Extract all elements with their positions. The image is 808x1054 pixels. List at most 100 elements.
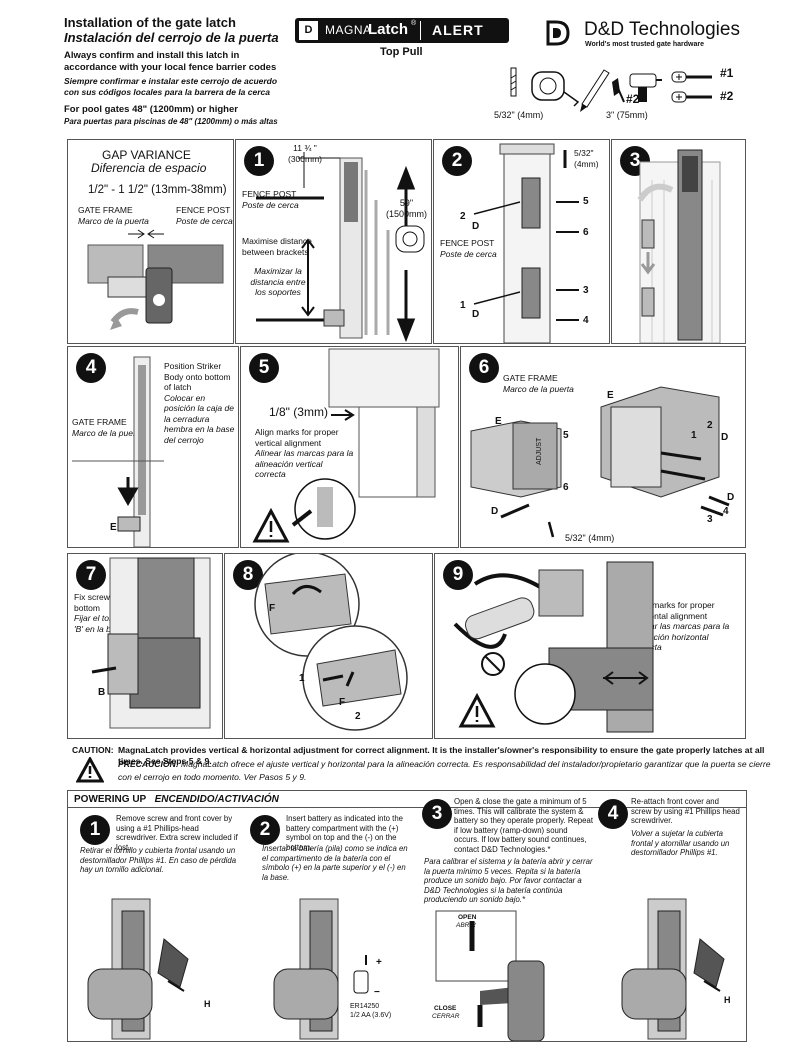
e-label-2: E [607,390,614,401]
f-label: F [269,603,276,614]
screw-3-label: 3 [583,285,589,296]
maximise-label: Maximise distance between brackets [242,236,312,257]
power-step-4-text: Re-attach front cover and screw by using… [631,797,740,826]
minus-label: − [374,987,380,998]
screw-4-label: 4 [723,506,729,517]
power-step-1-text-es: Retirar el tornillo y cubierta frontal u… [80,846,237,875]
drill-size-label: 5/32"(4mm) [574,148,599,169]
bit-size-label: #2 [626,92,640,106]
product-subtitle: Top Pull [380,46,423,58]
d-label: D [721,432,729,443]
b-label: B [98,687,106,698]
step-4-diagram [72,356,164,547]
step-2-number: 2 [442,146,472,176]
step-4-number: 4 [76,353,106,383]
powering-diagrams [87,898,725,1041]
d-label: D [472,221,480,232]
drill-size-label: 5/32" (4mm) [494,110,544,120]
screw-1-label: 1 [691,430,697,441]
e-label: E [495,416,502,427]
confirm-text: Always confirm and install this latch in… [64,50,277,73]
step-9-diagram [453,561,654,733]
d-label-2: D [472,309,480,320]
step-1-label: 1 [299,673,305,684]
power-step-3-number: 3 [422,799,452,829]
gap-title: GAP VARIANCE [102,148,191,162]
brand-name: D&D Technologies [584,19,740,40]
step-6-number: 6 [469,353,499,383]
product-name-latch: Latch [368,21,409,38]
screw-5-label: 5 [563,430,569,441]
e-label: E [110,522,117,533]
caution-label: CAUTION: [72,745,114,755]
step-1-number: 1 [244,146,274,176]
power-step-2-text-es: Insertar la batería (pila) como se indic… [262,844,408,882]
brand-tagline: World's most trusted gate hardware [585,41,705,48]
step-5-diagram [252,348,440,543]
screw-2-icon [671,91,712,103]
power-step-3-diagram [435,910,545,1041]
battery-label: ER14250 [350,1003,380,1010]
power-step-3-text: Open & close the gate a minimum of 5 tim… [454,797,593,854]
step-7-diagram [91,557,211,729]
panel-step-8: 8 F F 1 2 [224,553,433,739]
panel-step-4: 4 Position Striker Body onto bottom of l… [67,346,239,548]
product-reg: ® [411,20,417,27]
screw-1-label: #1 [720,66,734,80]
power-step-2-diagram [273,898,369,1040]
open-label-es: ABRIR [456,922,476,929]
align-vertical-label: Align marks for proper vertical alignmen… [255,427,354,479]
warning-triangle-icon [252,507,290,543]
tools-row: 5/32" (4mm) 3" (75mm) #2 #1 #2 [494,62,800,128]
power-step-1-text: Remove screw and front cover by using a … [116,814,238,852]
step-3-diagram [637,149,721,343]
step-1-diagram [256,152,425,343]
step-8-diagram [254,554,408,731]
gates-text: For pool gates 48" (1200mm) or higher [64,104,238,115]
warning-triangle-icon [76,757,104,783]
panel-gap-variance: GAP VARIANCE Diferencia de espacio 1/2" … [67,139,234,344]
step-2-label: 2 [355,711,361,722]
screw-2-label: 2 [707,420,713,431]
product-name-magna: MAGNA [325,23,372,37]
gap-1-8-label: 1/8" (3mm) [269,405,328,419]
power-step-1-diagram [87,898,189,1040]
open-label: OPEN [458,914,477,921]
power-step-2-text: Insert battery as indicated into the bat… [286,814,404,852]
tape-measure-icon [395,225,425,253]
screw-1-label: 1 [460,300,466,311]
tape-measure-icon [531,71,580,107]
tape-size-label: 3" (75mm) [606,110,648,120]
screwdriver-icon [612,78,625,103]
panel-step-3: 3 [611,139,746,344]
warning-triangle-icon [458,692,496,728]
screw-2-label: 2 [460,211,466,222]
close-label: CLOSE [434,1005,457,1012]
step-5-number: 5 [249,353,279,383]
logo-divider [420,21,421,40]
powering-divider [68,807,746,808]
gap-diagram [87,229,224,330]
screw-5-label: 5 [583,196,589,207]
page-title: Installation of the gate latch [64,15,236,30]
page-title-es: Instalación del cerrojo de la puerta [64,30,279,45]
h-label: H [204,999,211,1009]
step-7-number: 7 [76,560,106,590]
power-step-4-diagram [621,898,725,1040]
plus-label: + [376,957,382,968]
dd-logo-icon: D [299,21,318,40]
step-2-diagram [473,143,579,343]
step-6-diagram [470,386,730,538]
caution-text-es: PRECAUCIÓN: MagnaLatch ofrece el ajuste … [118,759,771,782]
gap-title-es: Diferencia de espacio [91,161,207,175]
power-step-3-text-es: Para calibrar el sistema y la batería ab… [424,857,593,905]
screw-2-label: #2 [720,89,734,103]
